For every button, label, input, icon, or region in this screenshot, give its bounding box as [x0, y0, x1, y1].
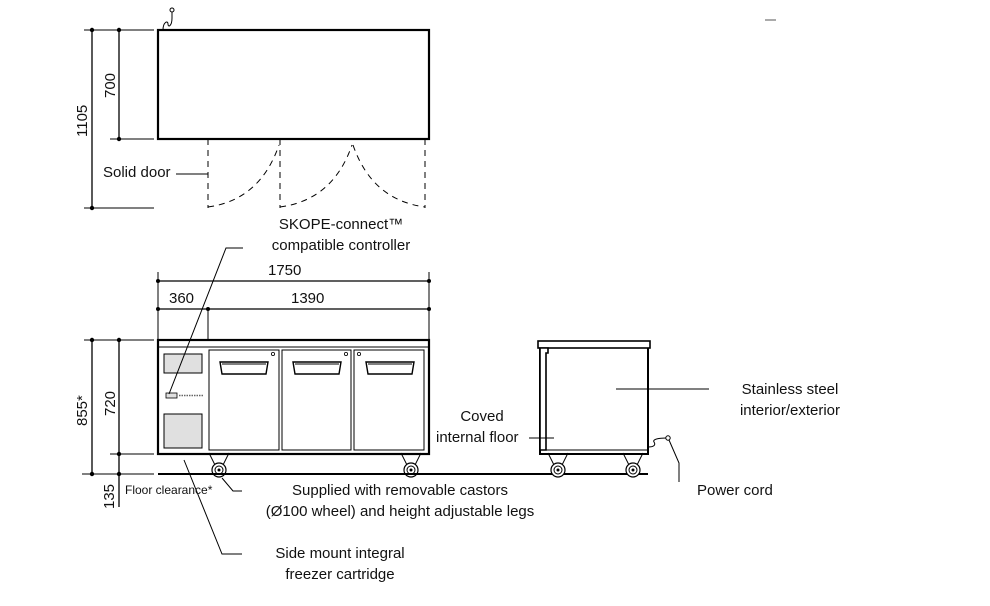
cartridge-vent-bottom	[163, 413, 203, 449]
label-controller-line1: SKOPE-connect™	[278, 216, 404, 233]
label-castors-line1: Supplied with removable castors	[292, 482, 508, 499]
label-cartridge-line2: freezer cartridge	[285, 566, 395, 583]
label-steel-line1: Stainless steel	[741, 381, 839, 398]
front-leader-lines	[168, 247, 243, 555]
plan-cabinet-outline	[156, 28, 431, 141]
side-top-panel	[537, 340, 651, 349]
plan-power-cord	[162, 12, 173, 31]
label-castors-line2: (Ø100 wheel) and height adjustable legs	[265, 503, 535, 520]
controller-leader	[168, 247, 243, 395]
side-view	[529, 340, 709, 482]
controller-display	[165, 392, 178, 399]
door-swing-arcs	[207, 139, 426, 208]
label-steel-line2: interior/exterior	[739, 402, 841, 419]
dim-overall-height: 855*	[74, 395, 91, 426]
label-cartridge-line1: Side mount integral	[275, 545, 405, 562]
power-cord-leader	[668, 439, 680, 482]
dim-depth-total: 1105	[74, 104, 91, 137]
dim-floor-clearance: 135	[101, 483, 118, 509]
dim-depth-cabinet: 700	[102, 72, 119, 98]
dim-overall-width: 1750	[268, 262, 302, 279]
front-width-dimensions	[157, 272, 430, 340]
castor-leader	[221, 477, 242, 492]
dim-cabinet-width: 1390	[291, 290, 325, 307]
dim-cabinet-height: 720	[102, 390, 119, 416]
label-floor-clearance: Floor clearance*	[125, 483, 213, 497]
cartridge-vent-top	[163, 353, 203, 374]
front-view	[82, 247, 648, 555]
side-cabinet-outline	[539, 346, 649, 455]
door-locks	[270, 351, 361, 356]
label-power-cord: Power cord	[697, 482, 773, 499]
side-door-profile	[539, 347, 549, 451]
front-height-dimensions	[82, 339, 154, 507]
label-controller-line2: compatible controller	[271, 237, 411, 254]
side-leader-lines	[529, 388, 709, 482]
label-coved-line1: Coved	[460, 408, 504, 425]
door-handles	[219, 361, 415, 375]
label-coved-line2: internal floor	[436, 429, 519, 446]
side-power-cord	[647, 437, 667, 448]
plan-view	[84, 7, 431, 211]
cartridge-leader	[183, 459, 242, 555]
dim-cartridge-width: 360	[169, 290, 195, 307]
label-solid-door: Solid door	[103, 164, 171, 181]
